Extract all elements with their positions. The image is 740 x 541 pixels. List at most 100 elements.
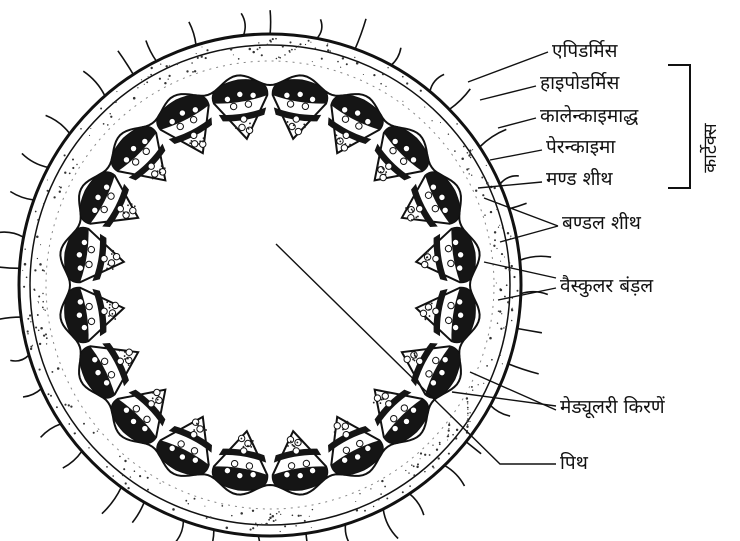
cortex-cell <box>433 467 434 468</box>
epidermal-hair <box>63 451 82 468</box>
cortex-cell <box>276 513 278 515</box>
cortex-cell <box>278 56 280 58</box>
cortex-cell <box>68 423 70 425</box>
cortex-cell <box>124 460 126 462</box>
vascular-bundle <box>412 281 479 344</box>
cortex-cell <box>409 485 411 487</box>
cortex-cell <box>509 290 510 291</box>
cortex-cell <box>346 63 348 65</box>
xylem-vessel <box>246 462 253 469</box>
xylem-vessel <box>240 115 247 122</box>
cortex-cell <box>413 465 415 467</box>
label-bundle-sheath: बण्डल शीथ <box>562 214 641 233</box>
cortex-cell <box>35 211 37 213</box>
cortex-cell <box>406 82 408 84</box>
cortex-cell <box>496 209 497 210</box>
cortex-cell <box>275 38 277 40</box>
cortex-cell <box>168 78 169 79</box>
cortex-cell <box>276 58 278 60</box>
cortex-cell <box>448 424 450 426</box>
cortex-cell <box>146 81 148 83</box>
cortex-cell <box>272 515 275 518</box>
cortex-cell <box>139 475 141 477</box>
xylem-vessel <box>85 261 92 268</box>
epidermal-hair <box>508 364 538 374</box>
cortex-cell <box>380 493 382 495</box>
vascular-bundle <box>61 281 128 344</box>
cortex-cell <box>467 407 469 409</box>
cortex-cell <box>273 520 275 522</box>
xylem-vessel <box>309 96 316 103</box>
xylem-vessel <box>297 472 304 479</box>
xylem-vessel <box>112 302 119 309</box>
cortex-cell <box>39 369 41 371</box>
cortex-cell <box>125 482 127 484</box>
epidermis-ring <box>19 34 521 536</box>
cortex-cell <box>386 497 388 499</box>
cortex-cell <box>134 470 136 472</box>
cortex-cell <box>32 345 33 346</box>
cortex-cell <box>88 447 89 448</box>
cortex-cell <box>47 179 48 180</box>
cortex-cell <box>294 49 295 50</box>
xylem-vessel <box>88 318 95 325</box>
cortex-cell <box>496 248 497 249</box>
epidermal-hair <box>10 192 34 201</box>
xylem-vessel <box>303 460 310 467</box>
cortex-cell <box>507 301 509 303</box>
cortex-cell <box>64 404 66 406</box>
xylem-vessel <box>245 100 252 107</box>
label-pith: पिथ <box>560 454 588 473</box>
cortex-cell <box>466 426 468 428</box>
cortex-cell <box>30 346 32 348</box>
cortex-cell <box>494 231 496 233</box>
cortex-cell <box>27 333 29 335</box>
hypodermis-leader <box>480 86 536 100</box>
cortex-cell <box>107 124 109 126</box>
cortex-cell <box>26 276 28 278</box>
xylem-vessel <box>456 298 463 305</box>
cortex-cell <box>147 477 149 479</box>
cortex-cell <box>266 44 268 46</box>
cortex-cell <box>252 527 254 529</box>
cortex-cell <box>144 84 145 85</box>
cortex-cell <box>42 307 44 309</box>
cortex-cell <box>202 47 203 48</box>
cortex-cell <box>424 454 426 456</box>
cortex-cell <box>76 164 77 165</box>
xylem-vessel <box>452 239 459 246</box>
cortex-cell <box>137 87 138 88</box>
cortex-cell <box>503 339 504 340</box>
cortex-cell <box>255 522 257 524</box>
cortex-cell <box>484 214 486 216</box>
cortex-cell <box>438 457 440 459</box>
cortex-cell <box>497 322 498 323</box>
cortex-cell <box>249 48 252 51</box>
cortex-layer <box>46 61 494 509</box>
xylem-vessel <box>432 255 439 262</box>
cortex-cell <box>47 190 49 192</box>
cortex-cell <box>127 487 129 489</box>
cortex-cell <box>502 227 504 229</box>
epidermal-hair <box>41 424 61 438</box>
epidermal-hair <box>430 74 444 91</box>
cortex-cell <box>42 293 43 294</box>
cortex-cell <box>23 286 25 288</box>
epidermal-hair <box>208 530 214 541</box>
cortex-cell <box>238 58 240 60</box>
epidermal-hair <box>83 71 105 96</box>
cortex-cell <box>448 453 450 455</box>
cortex-cell <box>83 423 85 425</box>
cortex-cell <box>378 499 379 500</box>
cortex-cell <box>489 337 492 340</box>
cortex-cell <box>489 185 490 186</box>
cortex-cell <box>268 519 270 521</box>
cortex-cell <box>196 53 197 54</box>
cortex-cell <box>194 498 196 500</box>
cortex-cell <box>467 152 469 154</box>
cortex-cell <box>289 41 291 43</box>
cortex-cell <box>509 270 510 271</box>
cortex-cell <box>185 500 187 502</box>
cortex-cell <box>510 236 511 237</box>
xylem-vessel <box>81 239 88 246</box>
